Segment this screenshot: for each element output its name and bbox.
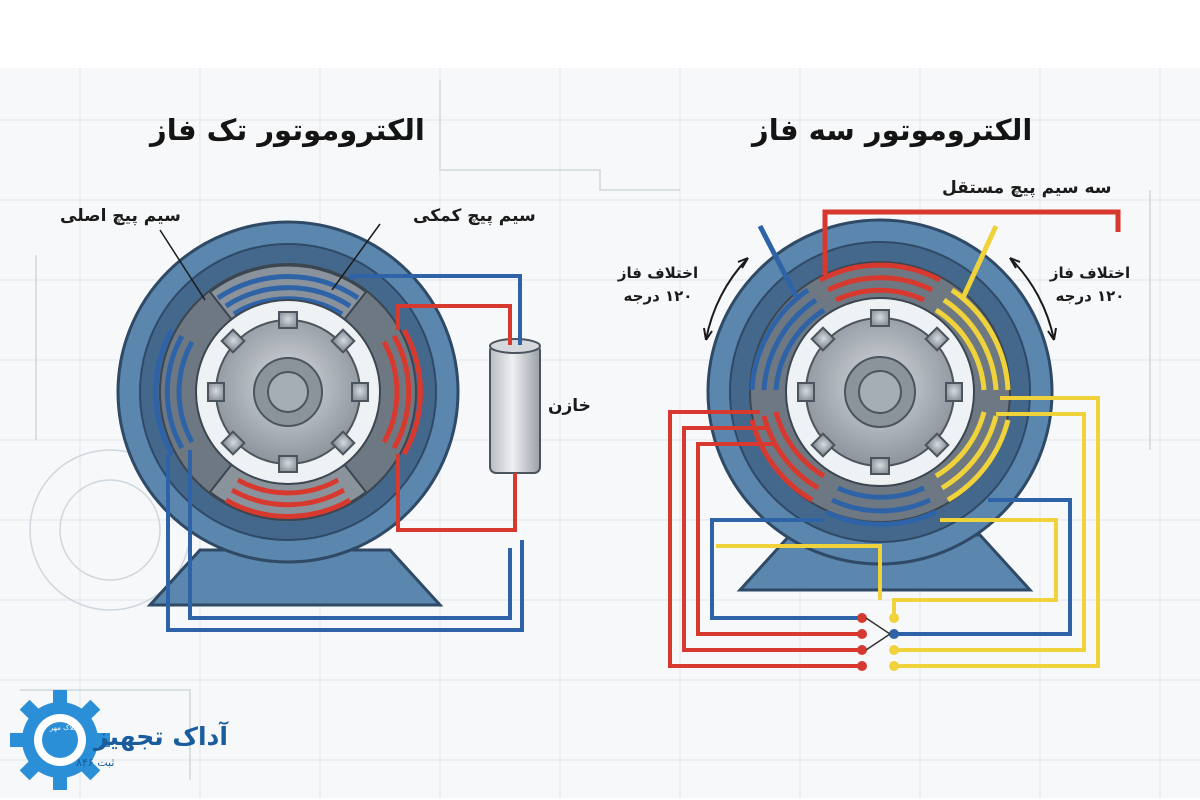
motor-base-left <box>146 548 444 607</box>
phase-difference-right-line1: اختلاف فاز <box>1049 264 1131 282</box>
capacitor-label: خازن <box>548 396 591 416</box>
terminal-block <box>857 613 899 671</box>
phase-difference-left: اختلاف فاز ۱۲۰ درجه <box>608 262 708 308</box>
phase-arrow-right-icon <box>1009 257 1057 341</box>
logo-subtitle: ثبت ۸۴۶ <box>76 756 115 769</box>
phase-difference-right-line2: ۱۲۰ درجه <box>1055 287 1125 305</box>
phase-difference-left-line2: ۱۲۰ درجه <box>623 287 693 305</box>
supply-leads-left <box>166 450 524 632</box>
three-phase-motor <box>668 209 1121 671</box>
capacitor-wiring <box>350 274 522 532</box>
logo-gear-icon <box>10 690 110 790</box>
three-phase-title: الکتروموتور سه فاز <box>752 113 1033 147</box>
phase-difference-right: اختلاف فاز ۱۲۰ درجه <box>1040 262 1140 308</box>
phase-arrow-left-icon <box>703 257 749 341</box>
motor-diagram <box>0 68 1200 798</box>
three-windings-label: سه سیم پیچ مستقل <box>942 178 1112 198</box>
blueprint-panel <box>0 68 1200 798</box>
top-leads <box>757 209 1121 302</box>
phase-difference-left-line1: اختلاف فاز <box>617 264 699 282</box>
logo-tag: افلاک مهر <box>50 724 79 732</box>
blueprint-sketch <box>20 80 1151 780</box>
terminal-wiring <box>668 396 1100 668</box>
aux-winding-red <box>224 328 423 519</box>
auxiliary-winding-label: سیم پیچ کمکی <box>413 206 536 226</box>
single-phase-title: الکتروموتور تک فاز <box>150 113 425 147</box>
logo-name: آداک تجهیز <box>94 722 228 751</box>
winding-red-phase <box>749 262 942 503</box>
winding-blue-phase <box>749 287 938 527</box>
single-phase-motor <box>116 220 541 632</box>
capacitor-body <box>489 344 541 474</box>
main-winding-label: سیم پیچ اصلی <box>60 206 181 226</box>
main-winding-blue <box>153 274 360 456</box>
